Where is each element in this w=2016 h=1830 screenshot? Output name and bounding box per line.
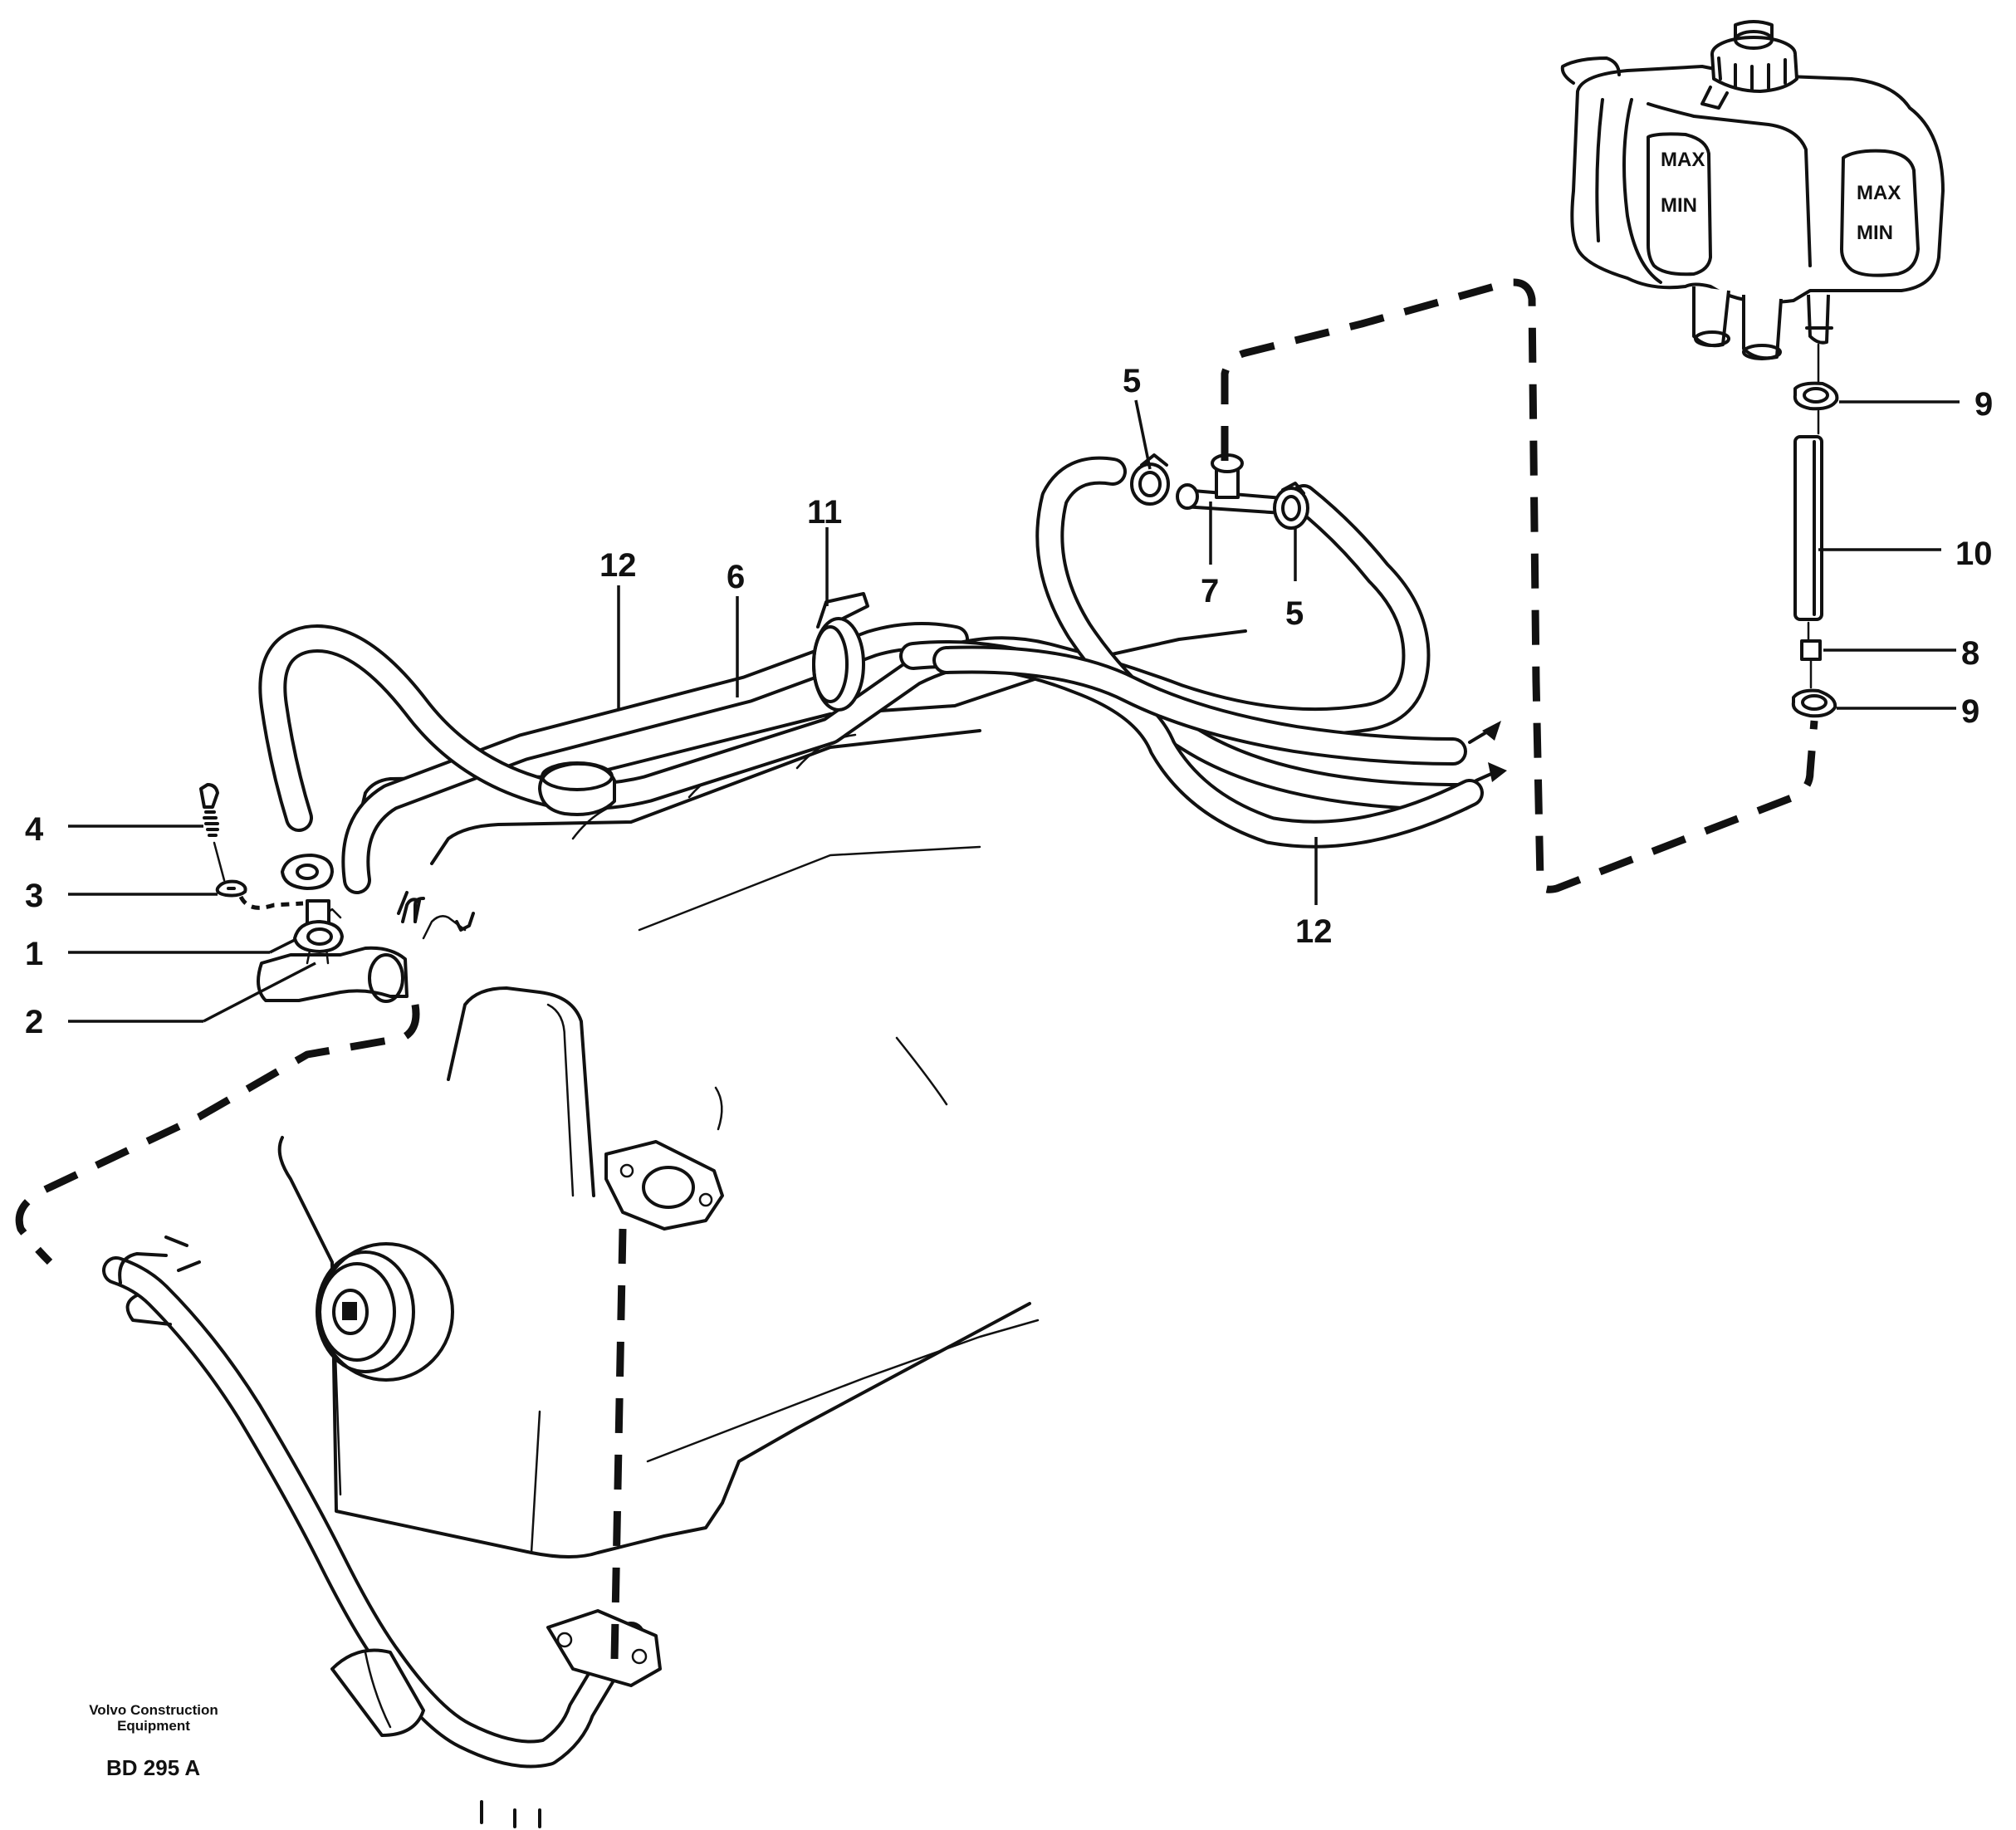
tank-min-label-left: MIN [1661,194,1697,217]
engine-block [277,629,1247,1558]
callout-10: 10 [1955,536,1993,572]
fan-pulley [316,1242,454,1382]
tank-min-label-right: MIN [1857,222,1893,244]
flow-arrows [1468,721,1507,782]
hose-12-lower [899,640,1484,849]
clamp-11 [812,592,869,712]
callout-5-left: 5 [1123,363,1141,399]
callout-4: 4 [25,811,44,848]
tank-max-label-right: MAX [1857,182,1901,204]
hose-clamp-5-right [1273,482,1309,530]
publisher-credit-line1: Volvo Construction [89,1702,218,1718]
lower-pipe [102,1235,662,1828]
dashed-routing-lines [15,278,1818,1661]
publisher-credit: Volvo Construction Equipment [50,1702,257,1734]
thermostat-parts [199,783,344,953]
pipe-6 [341,622,969,894]
outlet-flange [604,1086,724,1231]
tank-hose-parts [1791,343,1839,718]
callout-6: 6 [727,559,745,595]
callout-8: 8 [1961,635,1979,672]
callout-3: 3 [25,878,43,914]
callout-5-right: 5 [1285,595,1304,632]
leader-lines [68,399,1960,1023]
callout-9-upper: 9 [1974,386,1993,423]
callout-1: 1 [25,936,43,972]
callout-2: 2 [25,1004,43,1040]
expansion-tank: MAX MIN MAX MIN [1560,20,1945,360]
tank-max-label-left: MAX [1661,149,1705,171]
callout-12-lower: 12 [1295,913,1333,950]
callout-7: 7 [1201,573,1219,609]
callout-numbers: 4 3 1 2 12 6 11 5 7 5 12 9 10 8 9 [25,363,1993,1040]
callout-9-lower: 9 [1961,693,1979,730]
hose-clamp-5-left [1130,453,1170,506]
publisher-credit-line2: Equipment [117,1718,190,1734]
drawing-reference: BD 295 A [106,1755,201,1780]
engine-filler-cap [538,761,616,816]
callout-11: 11 [807,494,842,531]
callout-12-upper: 12 [599,547,637,584]
